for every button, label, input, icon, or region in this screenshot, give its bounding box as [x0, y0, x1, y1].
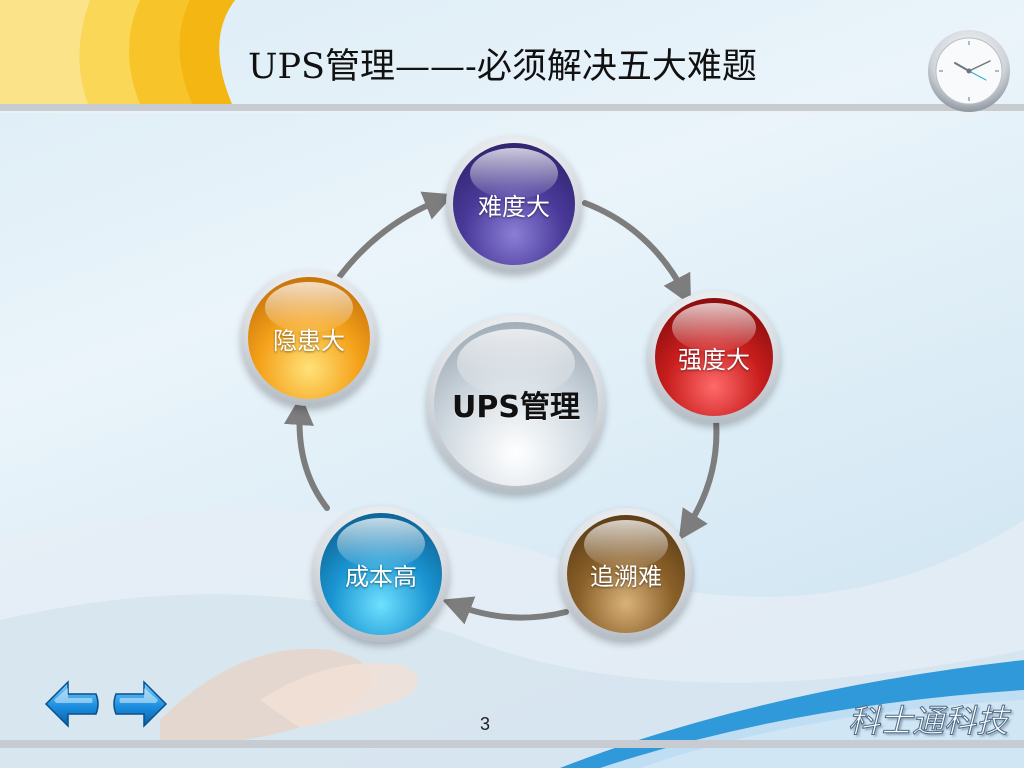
diagram-node-hazard: 隐患大 [241, 270, 377, 406]
node-ball [248, 277, 370, 399]
page-number: 3 [480, 714, 491, 734]
node-label: 隐患大 [273, 326, 345, 355]
previous-slide-button[interactable] [42, 676, 102, 732]
diagram-node-difficulty: 难度大 [446, 136, 582, 272]
diagram-node-strength: 强度大 [648, 291, 780, 423]
page-title: UPS管理——-必须解决五大难题 [248, 47, 757, 87]
node-label: 追溯难 [590, 562, 662, 591]
arrow-left-icon [44, 680, 99, 728]
brand-logo-text: 科士通科技 [847, 702, 1009, 741]
next-slide-button[interactable] [110, 676, 170, 732]
node-ball [434, 322, 598, 486]
diagram-center-node: UPS管理 [427, 315, 605, 493]
node-ball [320, 513, 442, 635]
node-label: 成本高 [345, 562, 417, 591]
node-ball [567, 515, 685, 633]
node-label: 强度大 [678, 345, 750, 374]
diagram-node-cost: 成本高 [313, 506, 449, 642]
clock-icon [928, 30, 1010, 112]
node-ball [453, 143, 575, 265]
arrow-right-icon [113, 680, 168, 728]
node-label: 难度大 [478, 192, 550, 221]
node-ball [655, 298, 773, 416]
center-label: UPS管理 [452, 390, 580, 425]
diagram-node-traceability: 追溯难 [560, 508, 692, 640]
